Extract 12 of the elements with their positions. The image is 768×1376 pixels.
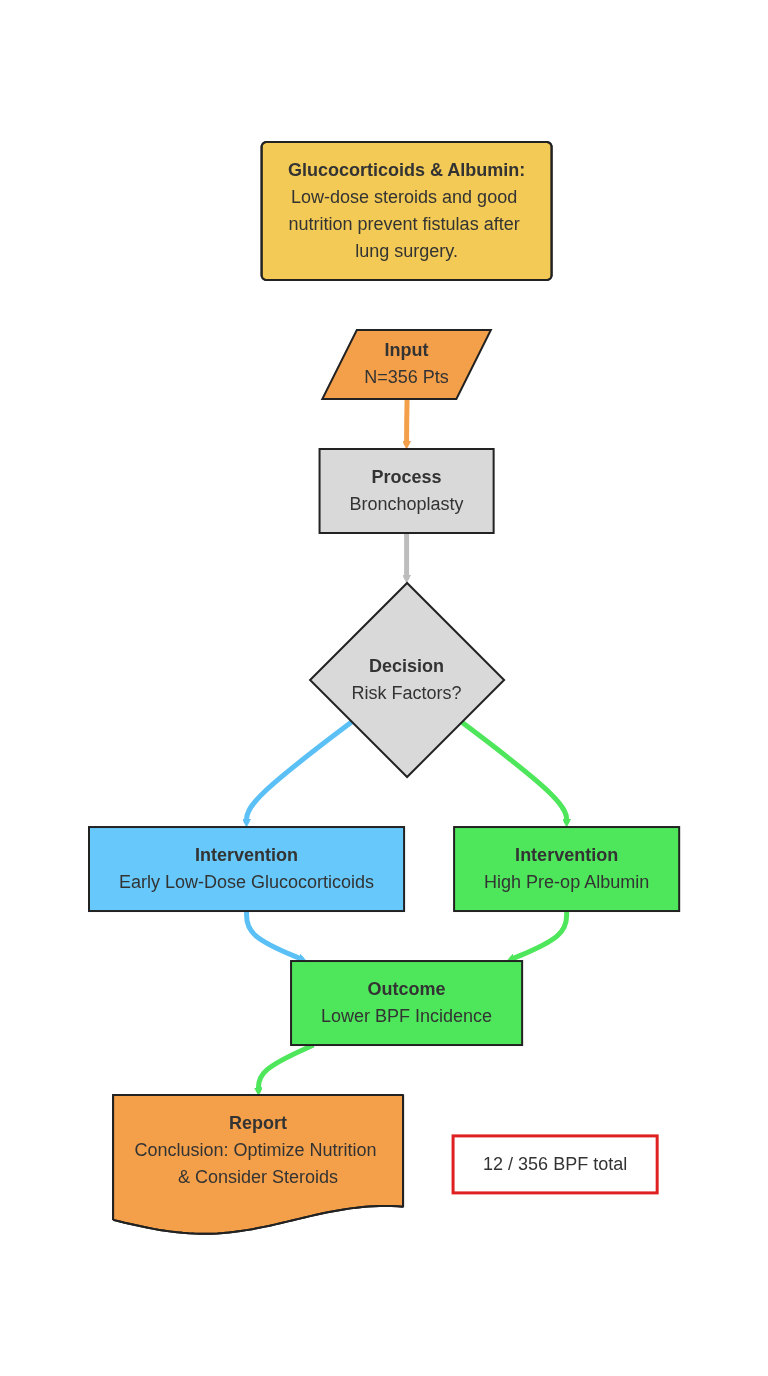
node-box: Intervention Early Low-Dose Glucocorticoids [87, 826, 405, 913]
arrow [460, 720, 571, 828]
arrow [506, 911, 570, 963]
node-box: Outcome Lower BPF Incidence [289, 960, 524, 1047]
node-diamond: Decision Risk Factors? [308, 581, 506, 779]
arrow [242, 720, 353, 828]
arrow [402, 399, 411, 450]
node-box: Intervention High Pre-op Albumin [453, 826, 681, 913]
arrow [243, 911, 307, 963]
node-box: 12 / 356 BPF total [451, 1134, 659, 1195]
arrow [402, 533, 411, 584]
node-box: Process Bronchoplasty [318, 448, 495, 535]
